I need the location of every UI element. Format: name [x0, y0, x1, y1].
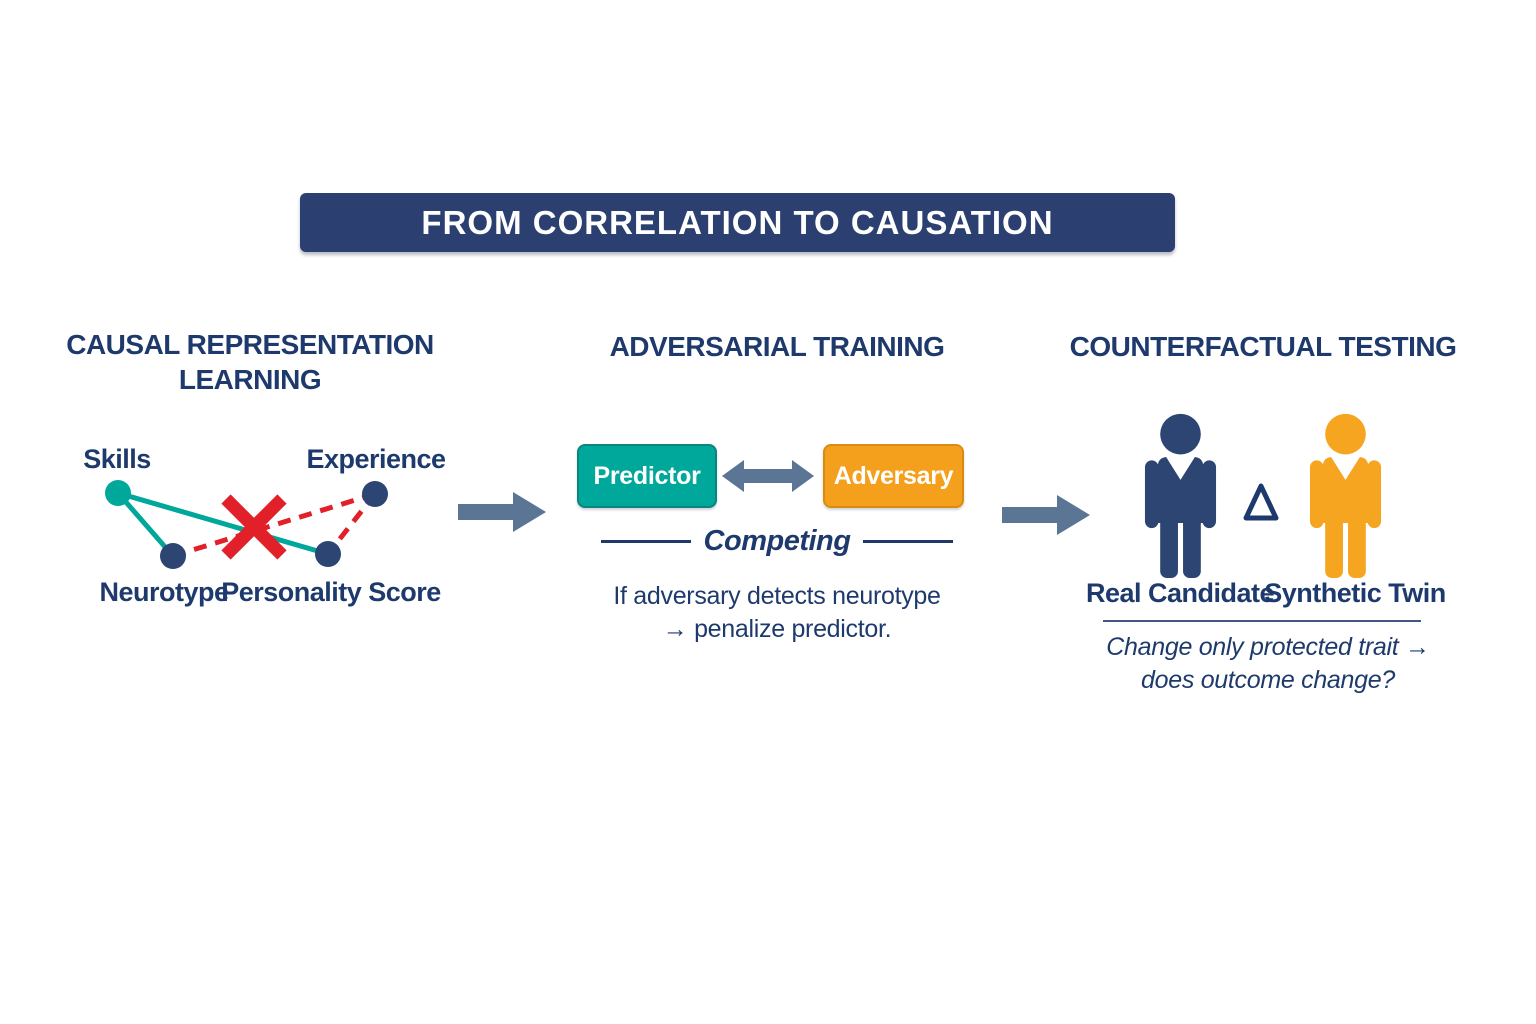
delta-icon — [1243, 483, 1279, 521]
causal-graph — [105, 480, 388, 569]
adversary-box-label: Adversary — [833, 461, 954, 490]
skills-label: Skills — [83, 444, 151, 474]
neurotype-label: Neurotype — [99, 577, 229, 607]
counterfactual-panel-heading: COUNTERFACTUAL TESTING — [1069, 331, 1457, 362]
real-candidate-label: Real Candidate — [1085, 578, 1275, 608]
predictor-box-label: Predictor — [593, 461, 701, 490]
edge-skills-neurotype — [115, 490, 176, 559]
causal-heading-line2: LEARNING — [178, 364, 322, 395]
causal-panel-heading: CAUSAL REPRESENTATION LEARNING — [30, 327, 470, 397]
personality-node — [315, 541, 341, 567]
competing-line-left — [600, 539, 691, 543]
title-banner-text: FROM CORRELATION TO CAUSATION — [421, 203, 1054, 241]
counterfactual-caption-line1: Change only protected trait → — [1106, 633, 1430, 661]
flow-arrow-icon-1 — [458, 492, 546, 532]
edge-skills-personality — [115, 490, 331, 557]
flow-arrow-icon-2 — [1002, 495, 1090, 535]
competing-line-right — [863, 539, 954, 543]
skills-node — [105, 480, 131, 506]
double-headed-arrow-icon — [722, 460, 814, 492]
predictor-box: Predictor — [577, 444, 717, 508]
causal-heading-line1: CAUSAL REPRESENTATION — [66, 329, 434, 360]
adversary-box: Adversary — [823, 444, 964, 508]
synthetic-twin-label: Synthetic Twin — [1264, 578, 1446, 608]
experience-label: Experience — [306, 444, 446, 474]
competing-label: Competing — [703, 524, 851, 557]
edge-neurotype-experience-blocked — [172, 491, 376, 559]
counterfactual-caption-line2: does outcome change? — [1141, 666, 1395, 694]
experience-node — [362, 481, 388, 507]
counterfactual-divider-line — [1103, 620, 1421, 622]
real-candidate-person-icon — [1144, 413, 1217, 578]
synthetic-twin-person-icon — [1309, 413, 1382, 578]
neurotype-node — [160, 543, 186, 569]
adversarial-caption-line2: → penalize predictor. — [662, 615, 892, 643]
personality-score-label: Personality Score — [221, 577, 441, 607]
adversarial-panel-heading: ADVERSARIAL TRAINING — [609, 331, 945, 362]
competing-divider: Competing — [577, 520, 977, 562]
title-banner: FROM CORRELATION TO CAUSATION — [300, 193, 1175, 252]
blocked-x-icon — [221, 494, 287, 560]
adversarial-caption-line1: If adversary detects neurotype — [613, 582, 941, 610]
